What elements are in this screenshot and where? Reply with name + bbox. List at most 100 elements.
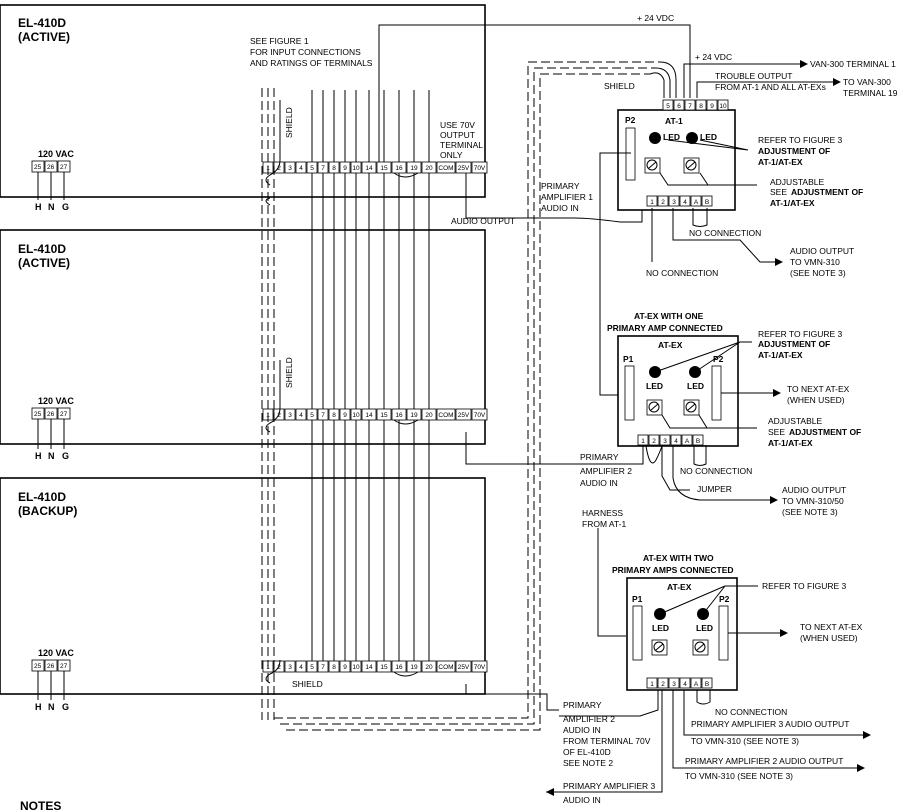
svg-text:AT-1/AT-EX: AT-1/AT-EX — [758, 350, 803, 360]
use-70v-line3: TERMINAL — [440, 140, 483, 150]
to-van300-line2: TERMINAL 19 — [843, 88, 898, 98]
atex2-title: AT-EX — [667, 582, 692, 592]
harness-line1: HARNESS — [582, 508, 623, 518]
at1-led-2 — [686, 132, 698, 144]
atex2-no-connection: NO CONNECTION — [715, 707, 787, 717]
shield-label-2: SHIELD — [284, 357, 294, 388]
terminal-label: 15 — [380, 412, 388, 419]
terminal-label: 20 — [425, 412, 433, 419]
svg-text:FROM AT-1: FROM AT-1 — [582, 519, 627, 529]
svg-text:10: 10 — [719, 103, 727, 110]
svg-text:TO VMN-310: TO VMN-310 — [790, 257, 840, 267]
terminal-label: 15 — [380, 664, 388, 671]
svg-text:26: 26 — [47, 663, 55, 670]
jumper-loop — [393, 172, 419, 178]
svg-text:AT-1/AT-EX: AT-1/AT-EX — [758, 157, 803, 167]
atex2-bottom-terminal — [690, 677, 702, 689]
svg-text:SEE NOTE 2: SEE NOTE 2 — [563, 758, 613, 768]
svg-text:5: 5 — [666, 103, 670, 110]
at1-title: AT-1 — [665, 116, 683, 126]
terminal-label: 14 — [365, 165, 373, 172]
at1-bottom-terminal — [679, 195, 691, 207]
van300-terminal1-label: VAN-300 TERMINAL 1 — [810, 59, 896, 69]
atex1-p2-connector — [711, 365, 722, 421]
svg-text:B: B — [705, 199, 709, 206]
terminal-label: 20 — [425, 165, 433, 172]
atex1-bottom-terminal — [659, 434, 671, 446]
svg-text:LED: LED — [696, 623, 713, 633]
svg-text:26: 26 — [47, 164, 55, 171]
el410d-unit-1: EL-410D (ACTIVE) 120 VAC 25 26 27 H N G — [0, 4, 486, 212]
terminal-label: 2 — [277, 412, 281, 419]
svg-text:OF EL-410D: OF EL-410D — [563, 747, 611, 757]
at1-bottom-terminal — [646, 195, 658, 207]
svg-text:ADJUSTMENT OF: ADJUSTMENT OF — [791, 187, 863, 197]
svg-text:TO VMN-310 (SEE NOTE 3): TO VMN-310 (SEE NOTE 3) — [685, 771, 793, 781]
at1-led-1 — [649, 132, 661, 144]
svg-text:AT-1/AT-EX: AT-1/AT-EX — [768, 438, 813, 448]
see-figure1-line1: SEE FIGURE 1 — [250, 36, 309, 46]
at1-top-terminal — [684, 99, 696, 111]
terminal-label: 19 — [410, 165, 418, 172]
terminal-label: 10 — [352, 165, 360, 172]
jumper-loop — [393, 419, 419, 425]
svg-text:LED: LED — [700, 132, 717, 142]
svg-text:H: H — [35, 702, 42, 712]
atex2-heading-line1: AT-EX WITH TWO — [643, 553, 714, 563]
svg-text:6: 6 — [677, 103, 681, 110]
atex1-p1-connector — [624, 365, 635, 421]
svg-text:AT-1/AT-EX: AT-1/AT-EX — [770, 198, 815, 208]
svg-text:1: 1 — [641, 438, 645, 445]
svg-text:SEE: SEE — [770, 187, 787, 197]
svg-text:4: 4 — [683, 199, 687, 206]
terminal-label: 25V — [458, 412, 470, 419]
at1-audio-out-line1: AUDIO OUTPUT — [790, 246, 854, 256]
svg-text:AMPLIFIER 2: AMPLIFIER 2 — [580, 466, 632, 476]
shield-loops — [265, 100, 281, 684]
terminal-70V — [471, 660, 488, 673]
terminal-label: 4 — [299, 664, 303, 671]
svg-text:(SEE NOTE 3): (SEE NOTE 3) — [782, 507, 838, 517]
use-70v-line2: OUTPUT — [440, 130, 475, 140]
atex2-bottom-terminal — [646, 677, 658, 689]
at1-bottom-terminal — [668, 195, 680, 207]
at1-refer-fig3: REFER TO FIGURE 3 — [758, 135, 843, 145]
unit-1-power-terminals: 25 26 27 — [31, 160, 71, 173]
svg-text:ADJUSTABLE: ADJUSTABLE — [768, 416, 822, 426]
unit-2-power: 120 VAC — [38, 396, 74, 406]
at1-top-terminal — [706, 99, 718, 111]
jumper-label: JUMPER — [697, 484, 732, 494]
atex2-refer-fig3: REFER TO FIGURE 3 — [762, 581, 847, 591]
terminal-label: COM — [438, 165, 453, 172]
svg-text:P2: P2 — [713, 354, 724, 364]
trouble-output-line2: FROM AT-1 AND ALL AT-EXs — [715, 82, 826, 92]
plus24vdc-wire-top — [378, 24, 691, 162]
terminal-label: COM — [438, 412, 453, 419]
terminal-label: 14 — [365, 664, 373, 671]
svg-text:3: 3 — [672, 199, 676, 206]
notes-heading: NOTES — [20, 799, 61, 810]
atex2-heading-line2: PRIMARY AMPS CONNECTED — [612, 565, 734, 575]
shield-label-1: SHIELD — [284, 107, 294, 138]
terminal-4 — [295, 161, 307, 174]
atex1-bottom-terminal — [681, 434, 693, 446]
svg-text:(WHEN USED): (WHEN USED) — [787, 395, 845, 405]
svg-text:8: 8 — [699, 103, 703, 110]
at1-bottom-terminal — [690, 195, 702, 207]
terminal-label: 2 — [277, 664, 281, 671]
terminal-label: 70V — [474, 412, 486, 419]
atex1-to-next-line1: TO NEXT AT-EX — [787, 384, 850, 394]
atex1-bottom-terminal — [637, 434, 649, 446]
audio-output-wire-1 — [465, 173, 513, 219]
svg-text:AUDIO IN: AUDIO IN — [563, 725, 601, 735]
terminal-label: 16 — [395, 412, 403, 419]
atex1-refer-fig3: REFER TO FIGURE 3 — [758, 329, 843, 339]
at1-top-terminal — [662, 99, 674, 111]
svg-text:A: A — [685, 438, 690, 445]
svg-text:27: 27 — [60, 164, 68, 171]
